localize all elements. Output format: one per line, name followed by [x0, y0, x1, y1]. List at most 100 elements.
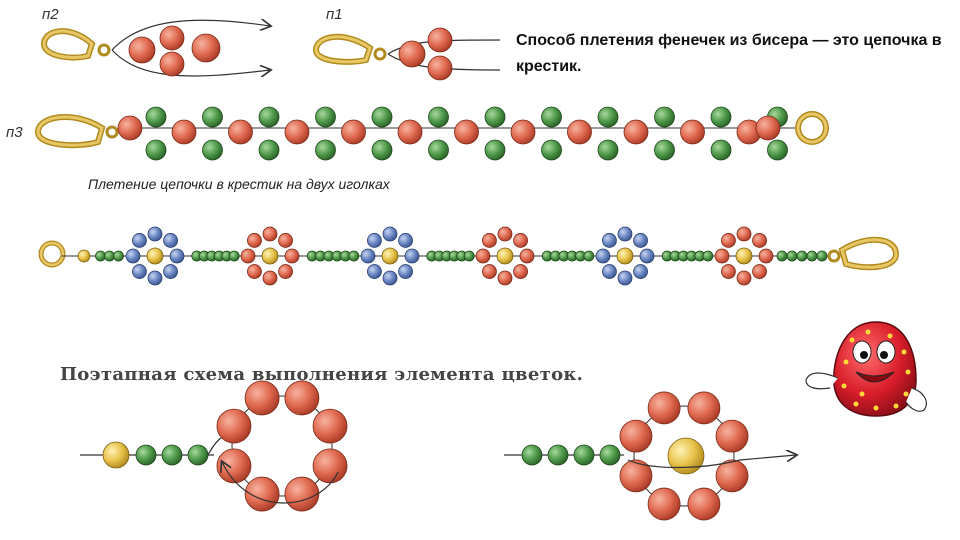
bead	[567, 119, 592, 145]
egg-mascot-icon	[805, 321, 927, 417]
bead	[398, 264, 413, 279]
bead	[496, 247, 514, 265]
bead	[247, 264, 262, 279]
jump-ring-icon	[795, 111, 829, 145]
bead	[654, 139, 675, 161]
bead	[382, 270, 398, 286]
bead	[454, 119, 479, 145]
flower-beads	[77, 226, 828, 286]
bead	[680, 119, 705, 145]
bead	[647, 391, 681, 425]
bead	[654, 106, 675, 128]
bead	[758, 248, 774, 264]
bead	[714, 248, 730, 264]
bead	[77, 249, 91, 263]
bead	[228, 119, 253, 145]
lobster-clasp-icon	[827, 236, 900, 271]
bead	[240, 248, 256, 264]
bead	[278, 233, 293, 248]
bead	[132, 264, 147, 279]
bead	[463, 250, 475, 262]
lobster-clasp-icon	[40, 28, 111, 61]
bead	[633, 233, 648, 248]
section-heading: Поэтапная схема выполнения элемента цвет…	[60, 364, 584, 385]
bead	[244, 380, 280, 416]
bead	[619, 419, 653, 453]
bead	[398, 233, 413, 248]
bead	[341, 119, 366, 145]
bead	[510, 119, 536, 145]
bead	[541, 139, 562, 161]
bead	[145, 106, 167, 128]
bead	[202, 106, 223, 128]
bead	[735, 247, 753, 265]
bead	[163, 233, 178, 248]
bead	[617, 270, 633, 286]
bead	[315, 106, 336, 128]
bead	[687, 391, 721, 425]
bead	[639, 248, 655, 264]
bead	[497, 270, 513, 286]
bead	[752, 233, 767, 248]
label-p3: п3	[6, 124, 23, 141]
bead	[617, 226, 633, 242]
bead	[710, 139, 732, 161]
bead	[258, 139, 280, 161]
bead	[147, 270, 163, 286]
bead	[247, 233, 262, 248]
bead	[482, 264, 497, 279]
bead	[513, 233, 528, 248]
bead	[216, 408, 252, 444]
bead	[687, 487, 721, 521]
bead	[125, 248, 141, 264]
bead	[796, 250, 808, 262]
bead	[786, 250, 798, 262]
bead	[767, 139, 788, 161]
bead	[397, 119, 423, 145]
bead	[541, 106, 562, 128]
jump-ring-icon	[38, 240, 66, 268]
bead	[171, 119, 197, 145]
flower-step-2	[504, 391, 796, 521]
bead	[721, 264, 736, 279]
bead	[371, 139, 393, 161]
bead	[647, 487, 681, 521]
bead	[475, 248, 491, 264]
bead	[428, 139, 449, 161]
bead	[262, 226, 278, 242]
clasp-step-p2	[40, 20, 270, 77]
bead	[616, 247, 634, 265]
bead-group	[128, 25, 221, 77]
bead	[312, 408, 348, 444]
bead	[602, 233, 617, 248]
bead	[595, 248, 611, 264]
bead	[147, 226, 163, 242]
bead	[244, 476, 280, 512]
bead	[404, 248, 420, 264]
flower-step-1	[80, 380, 348, 512]
bead	[776, 250, 788, 262]
bead	[736, 270, 752, 286]
bead	[132, 233, 147, 248]
bead	[428, 106, 449, 128]
bead	[710, 106, 732, 128]
bead-ring	[619, 391, 749, 521]
bead	[513, 264, 528, 279]
bead	[602, 264, 617, 279]
bead	[278, 264, 293, 279]
bead	[104, 250, 115, 262]
lobster-clasp-icon	[34, 114, 119, 149]
lobster-clasp-icon	[312, 33, 387, 65]
bead	[360, 248, 376, 264]
bead	[202, 139, 223, 161]
bead	[371, 106, 393, 128]
bead	[95, 250, 106, 262]
bead	[816, 250, 828, 262]
bead	[163, 264, 178, 279]
bead	[216, 448, 252, 484]
bead	[113, 250, 124, 262]
bead	[284, 476, 320, 512]
bead	[497, 226, 513, 242]
clasp-step-p1	[312, 27, 501, 81]
